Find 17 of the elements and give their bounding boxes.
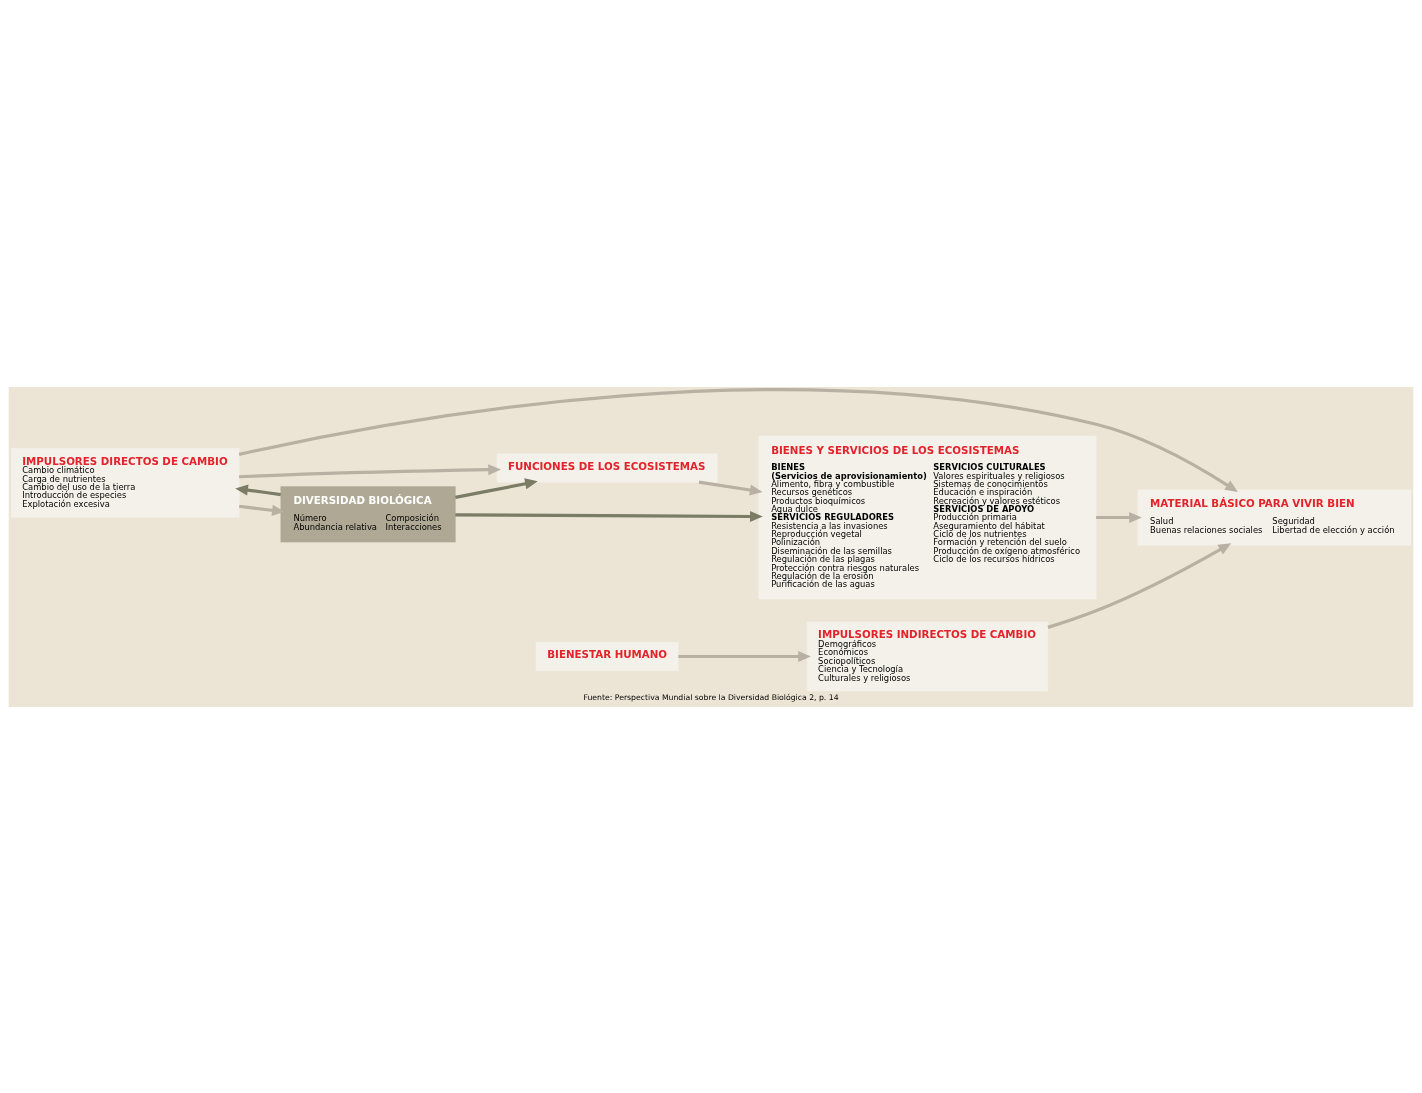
- node-box: IMPULSORES DIRECTOS DE CAMBIO Cambio climático Carga de nutrientes Cambio del uso de la tierra Introducción de especies Explotación excesiva: [10, 447, 240, 517]
- node-box: FUNCIONES DE LOS ECOSISTEMAS: [496, 453, 718, 482]
- arrow: [1096, 511, 1142, 523]
- arrow: [678, 650, 811, 662]
- arrow: [455, 510, 763, 522]
- node-box: MATERIAL BÁSICO PARA VIVIR BIEN Salud Buenas relaciones sociales Seguridad Libertad de elección y acción: [1137, 489, 1412, 545]
- arrow: [455, 477, 538, 499]
- arrow: [1047, 542, 1232, 629]
- node-box: BIENES Y SERVICIOS DE LOS ECOSISTEMAS BIENES (Servicios de aprovisionamiento) Alimento, fibra y combustible Recursos genéticos Productos bioquímicos Agua dulce SERVICIOS REGULADORES Resistencia a las invasiones Reproducción vegetal Polinización Diseminación de las semillas Regulación de las plagas Protección contra riesgos naturales Regulación de la erosión Purificación de las aguas SERVICIOS CULTURALES Valores espirituales y religiosos Sistemas de conocimientos Educación e inspiración Recreación y valores estéticos SERVICIOS DE APOYO Producción primaria Aseguramiento del hábitat Ciclo de los nutrientes Formación y retención del suelo Producción de oxígeno atmosférico Ciclo de los recursos hídricos: [758, 435, 1097, 599]
- arrow: [235, 483, 281, 496]
- node-box: BIENESTAR HUMANO: [535, 641, 679, 671]
- arrow: [239, 463, 501, 478]
- node-box: DIVERSIDAD BIOLÓGICA Número Abundancia relativa Composición Interacciones: [280, 485, 456, 542]
- node-box: IMPULSORES INDIRECTOS DE CAMBIO Demográficos Económicos Sociopolíticos Ciencia y Tecnología Culturales y religiosos: [806, 621, 1049, 691]
- arrow: [238, 504, 285, 516]
- arrow: [698, 480, 763, 496]
- arrow: [238, 387, 1238, 492]
